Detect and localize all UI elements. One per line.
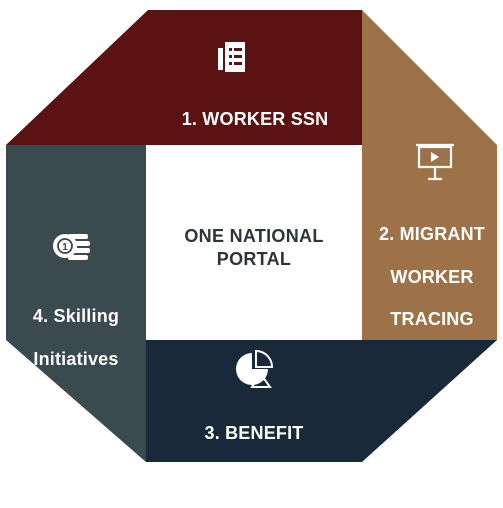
center-label: ONE NATIONAL PORTAL bbox=[146, 225, 362, 270]
benefit-management-label: 3. BENEFIT MANAGEMENT bbox=[146, 402, 362, 508]
center-line1: ONE NATIONAL bbox=[184, 226, 324, 246]
document-list-icon bbox=[218, 42, 245, 72]
migrant-line2: WORKER bbox=[390, 266, 474, 287]
pie-chart-icon bbox=[236, 349, 274, 388]
benefit-line1: 3. BENEFIT bbox=[204, 423, 304, 444]
benefit-line2: MANAGEMENT bbox=[187, 465, 321, 486]
octagon-shape: 1 bbox=[6, 10, 497, 462]
octagon-diagram: 1 1. WORKER SSN 2. MIGRANT WORKER TRACIN… bbox=[6, 10, 498, 462]
presentation-board-icon bbox=[416, 143, 454, 181]
segment-benefit-management bbox=[146, 340, 497, 462]
center-line2: PORTAL bbox=[216, 248, 292, 269]
segment-migrant-worker-tracing bbox=[362, 10, 497, 340]
svg-text:1: 1 bbox=[62, 242, 68, 253]
worker-ssn-line1: 1. WORKER SSN bbox=[181, 109, 329, 130]
skilling-initiatives-label: 4. Skilling Initiatives bbox=[6, 285, 146, 391]
migrant-worker-tracing-label: 2. MIGRANT WORKER TRACING bbox=[366, 203, 498, 352]
skilling-line1: 4. Skilling bbox=[32, 306, 120, 327]
segment-skilling-initiatives bbox=[6, 145, 146, 462]
migrant-line1: 2. MIGRANT bbox=[378, 224, 485, 245]
migrant-line3: TRACING bbox=[390, 309, 474, 330]
center-panel bbox=[146, 145, 362, 340]
worker-ssn-label: 1. WORKER SSN bbox=[148, 88, 362, 130]
segment-worker-ssn bbox=[6, 10, 362, 145]
coin-stack-icon: 1 bbox=[53, 234, 90, 260]
skilling-line2: Initiatives bbox=[33, 348, 119, 369]
